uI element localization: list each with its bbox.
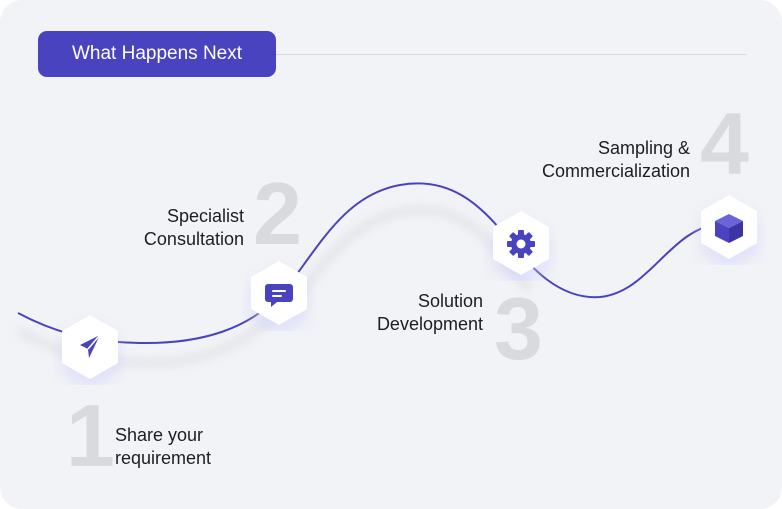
- step-1-label: Share your requirement: [115, 424, 211, 470]
- send-icon: [80, 334, 101, 358]
- step-4-label-line1: Sampling &: [597, 138, 690, 158]
- step-1-label-line2: requirement: [115, 448, 212, 468]
- step-2-label-line2: Consultation: [143, 229, 244, 249]
- step-4-number: 4: [700, 94, 749, 193]
- step-3-node: [492, 211, 550, 281]
- title-divider: [276, 54, 746, 55]
- step-2-number: 2: [253, 164, 302, 263]
- step-1-label-line1: Share your: [115, 425, 204, 445]
- section-title-badge: What Happens Next: [38, 31, 276, 77]
- step-4-label-line2: Commercialization: [541, 161, 690, 181]
- step-2-label: Specialist Consultation: [60, 205, 244, 251]
- step-3-label-line1: Solution: [417, 291, 483, 311]
- step-3-label: Solution Development: [300, 290, 483, 336]
- step-4-node: [700, 195, 758, 265]
- step-2-label-line1: Specialist: [166, 206, 244, 226]
- step-4-label: Sampling & Commercialization: [470, 137, 690, 183]
- step-3-number: 3: [494, 279, 543, 378]
- chat-icon: [265, 284, 293, 307]
- box-icon: [715, 214, 743, 243]
- step-3-label-line2: Development: [376, 314, 483, 334]
- step-1-number: 1: [66, 386, 115, 485]
- step-2-node: [250, 261, 308, 331]
- gear-icon: [507, 230, 535, 258]
- step-1-node: [61, 315, 119, 385]
